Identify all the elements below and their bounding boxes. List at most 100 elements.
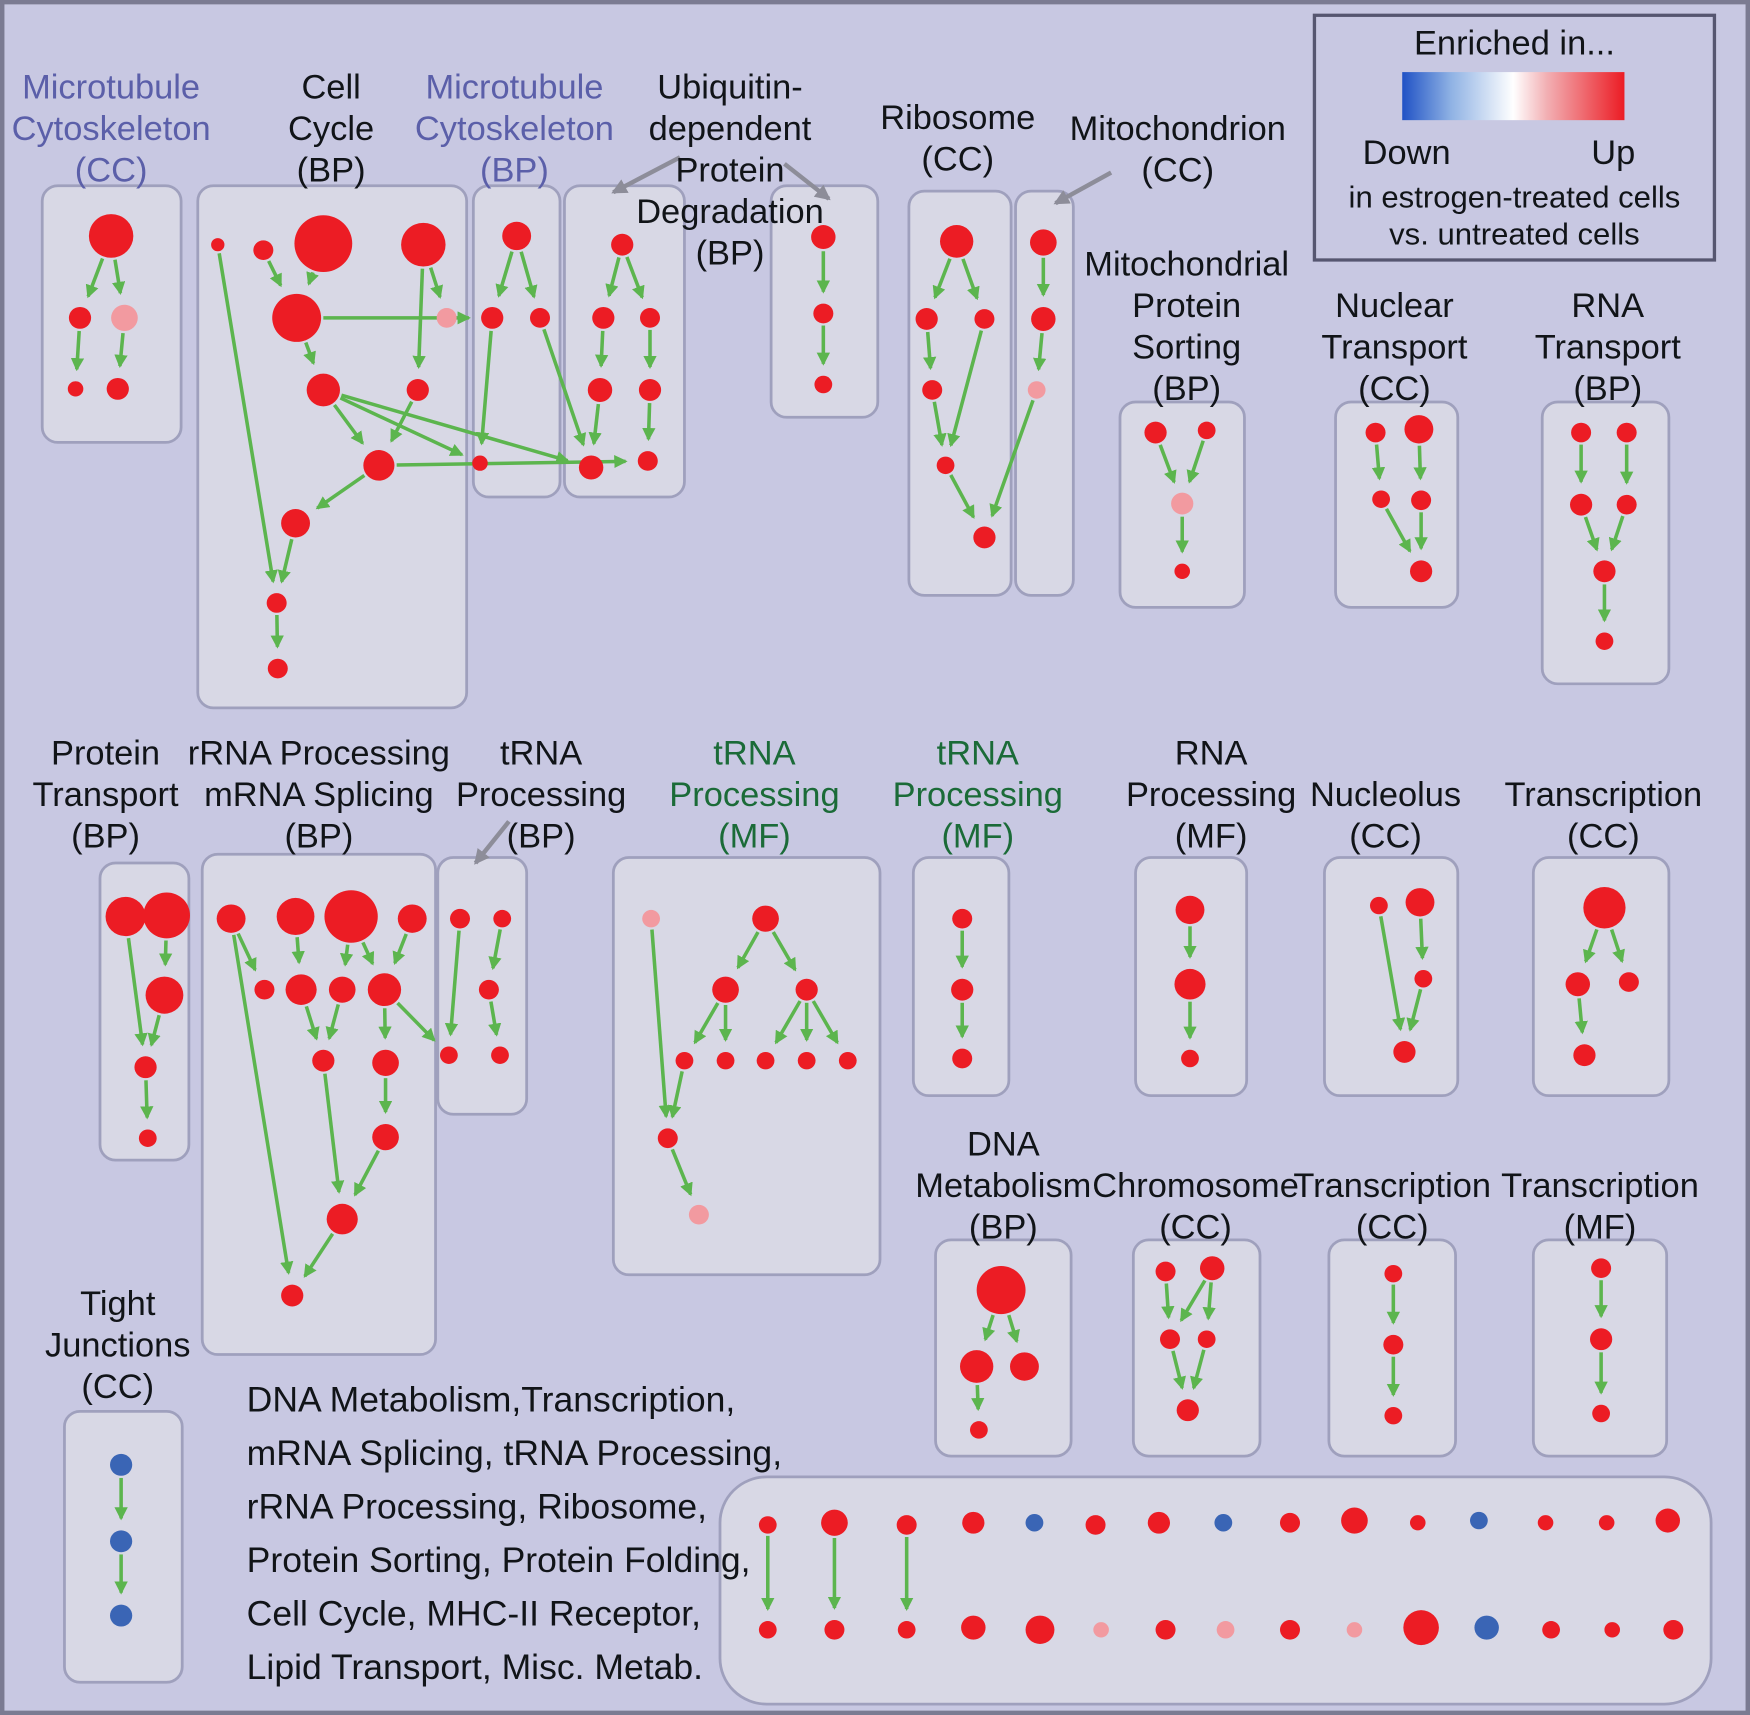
node-b3 <box>294 215 353 272</box>
node-d3 <box>640 308 660 328</box>
node-x9 <box>1280 1512 1300 1533</box>
node-g1 <box>1030 229 1057 256</box>
edge-f4-f5 <box>932 401 947 447</box>
node-q4 <box>1393 1041 1416 1063</box>
edge-a1-a2 <box>85 257 105 299</box>
node-f1 <box>940 225 974 258</box>
edge-n4-n7 <box>774 1000 802 1045</box>
edge-g2-g3 <box>1033 332 1047 372</box>
node-b10 <box>281 509 310 538</box>
edge-b10-b11 <box>277 538 294 584</box>
node-y3 <box>897 1621 916 1639</box>
edge-d1-d3 <box>625 256 645 300</box>
box-microtubule-bp <box>471 184 562 499</box>
edge-l1-l5 <box>236 932 257 972</box>
edge-j4-j5 <box>1608 515 1625 552</box>
edge-t2-t3 <box>1179 1279 1207 1323</box>
edge-d4-d6 <box>588 403 602 446</box>
node-u2 <box>1383 1334 1404 1355</box>
edge-i3-i5 <box>1384 507 1412 553</box>
edge-i1-i3 <box>1371 444 1386 481</box>
edge-r1-r3 <box>1609 929 1625 964</box>
edge-l3-l7 <box>339 944 354 967</box>
edge-a2-a4 <box>70 330 85 372</box>
node-y10 <box>1346 1622 1363 1638</box>
edge-k3-k4 <box>147 1014 161 1047</box>
node-m4 <box>440 1046 458 1064</box>
pointer-trna-bp <box>473 820 511 865</box>
node-c3 <box>530 308 550 328</box>
edge-c1-c2 <box>495 251 514 298</box>
box-transcription-cc-upper <box>1531 856 1671 1097</box>
node-j4 <box>1616 494 1637 515</box>
edge-f1-f3 <box>961 258 980 301</box>
node-b6 <box>436 308 457 328</box>
pointer-mitochondrion <box>1053 170 1113 206</box>
node-a1 <box>88 214 134 258</box>
node-h3 <box>1171 492 1194 515</box>
legend-subline-2: vs. untreated cells <box>1389 217 1640 252</box>
legend-subline-1: in estrogen-treated cells <box>1349 180 1681 215</box>
edge-c2-c4 <box>475 330 493 446</box>
node-r4 <box>1573 1044 1596 1067</box>
node-x7 <box>1147 1511 1170 1534</box>
node-a2 <box>68 306 92 329</box>
node-b5 <box>272 293 322 342</box>
node-f2 <box>915 308 938 330</box>
node-o1 <box>952 908 973 929</box>
node-s4 <box>970 1421 988 1439</box>
node-t1 <box>1155 1261 1176 1282</box>
legend-up-label: Up <box>1591 134 1635 172</box>
node-b12 <box>267 658 288 679</box>
node-k1 <box>105 896 146 937</box>
label-nucleolus: Nucleolus(CC) <box>1310 776 1461 855</box>
node-h4 <box>1174 563 1190 579</box>
node-m5 <box>491 1046 509 1064</box>
node-u1 <box>1384 1264 1403 1283</box>
node-w1 <box>110 1453 133 1476</box>
box-microtubule-cc <box>40 184 183 444</box>
node-l5 <box>254 979 275 1000</box>
legend-title: Enriched in... <box>1414 25 1615 63</box>
node-n8 <box>797 1051 816 1070</box>
node-a4 <box>67 381 84 397</box>
node-r3 <box>1618 972 1639 992</box>
node-x10 <box>1341 1507 1368 1534</box>
box-dna-metabolism <box>934 1238 1073 1458</box>
node-e3 <box>814 375 833 394</box>
node-b11 <box>266 593 287 613</box>
edge-n2-n3 <box>736 931 760 970</box>
edge-k1-k4 <box>126 937 148 1047</box>
edge-c3-d6 <box>542 328 587 447</box>
edge-l2-l6 <box>291 937 305 965</box>
node-x5 <box>1025 1514 1044 1532</box>
edge-l1-l13 <box>231 934 294 1275</box>
node-h2 <box>1197 421 1216 440</box>
node-s1 <box>976 1266 1026 1315</box>
node-n9 <box>838 1051 857 1070</box>
edge-h1-h3 <box>1158 444 1177 484</box>
box-misc <box>718 1475 1713 1706</box>
edge-b7-d6 <box>340 393 570 464</box>
node-y12 <box>1474 1615 1499 1640</box>
node-w3 <box>110 1604 133 1627</box>
label-transcription-cc-lower: Transcription(CC) <box>1293 1167 1491 1246</box>
edge-l3-l8 <box>361 941 375 966</box>
node-i4 <box>1411 490 1432 511</box>
edge-a3-a5 <box>114 332 128 368</box>
edge-c1-c3 <box>519 251 538 299</box>
box-trna-mf-small <box>911 856 1011 1097</box>
box-rna-transport <box>1540 400 1671 686</box>
node-y9 <box>1280 1619 1300 1640</box>
label-chromosome: Chromosome(CC) <box>1092 1167 1299 1246</box>
node-b8 <box>406 379 429 401</box>
node-l13 <box>281 1284 304 1307</box>
